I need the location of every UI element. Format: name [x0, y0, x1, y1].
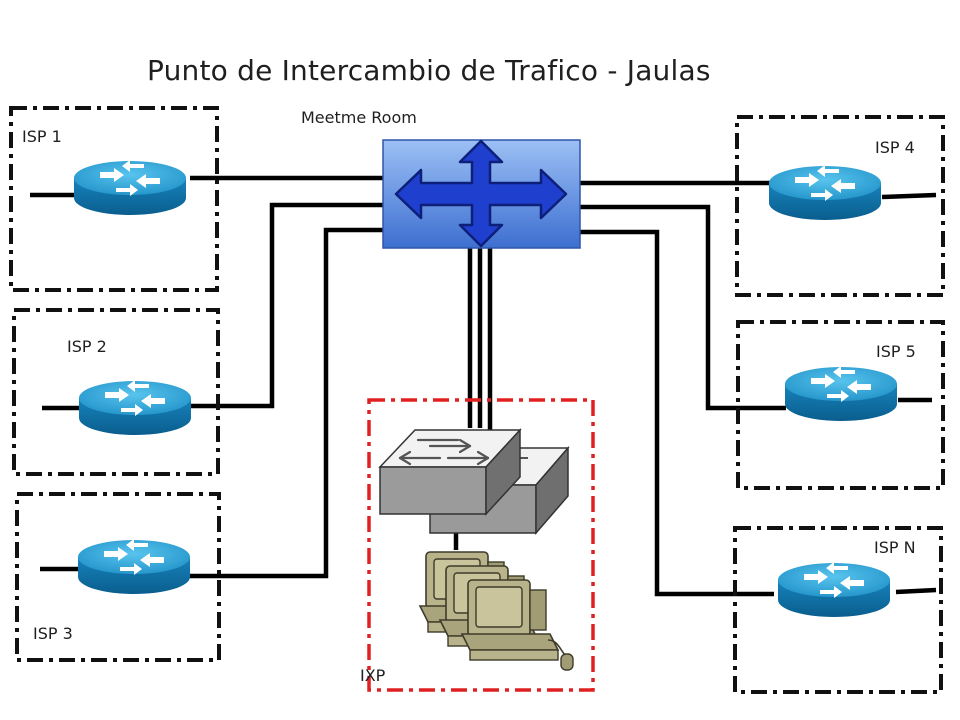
isp5-label: ISP 5 [876, 342, 916, 361]
mouse [560, 653, 574, 671]
router-isp3 [78, 539, 190, 594]
cage-isp1 [9, 106, 219, 292]
cable-isp2 [188, 202, 383, 409]
router-ispn [778, 562, 890, 617]
cable-ispn-stub [895, 587, 937, 595]
cable-isp3 [188, 227, 383, 579]
isp3-label: ISP 3 [33, 624, 73, 643]
cable-isp5 [580, 204, 786, 411]
meetme-room-label: Meetme Room [301, 108, 417, 127]
router-isp2 [79, 380, 191, 435]
isp4-label: ISP 4 [875, 138, 915, 157]
cage-isp2 [12, 308, 220, 476]
ispn-label: ISP N [874, 538, 916, 557]
diagram-title: Punto de Intercambio de Trafico - Jaulas [147, 54, 711, 87]
router-isp5 [785, 366, 897, 421]
workstation-3 [461, 579, 559, 661]
cage-isp4 [735, 115, 945, 297]
ixp-switch-front [378, 428, 522, 516]
router-isp4 [769, 165, 881, 220]
cage-isp5 [736, 320, 945, 490]
router-isp1 [74, 160, 186, 215]
cage-ixp [367, 398, 595, 692]
isp1-label: ISP 1 [22, 127, 62, 146]
four-way-arrows-icon [394, 139, 568, 248]
cables [30, 175, 937, 597]
isp2-label: ISP 2 [67, 337, 107, 356]
cable-isp4-stub [881, 192, 937, 200]
cage-isp3 [15, 492, 221, 662]
cable-ispn [580, 229, 774, 597]
ixp-workstations [419, 551, 574, 671]
meetme-switch [382, 139, 581, 249]
cage-ispn [733, 526, 943, 694]
ixp-label: IXP [360, 666, 386, 685]
